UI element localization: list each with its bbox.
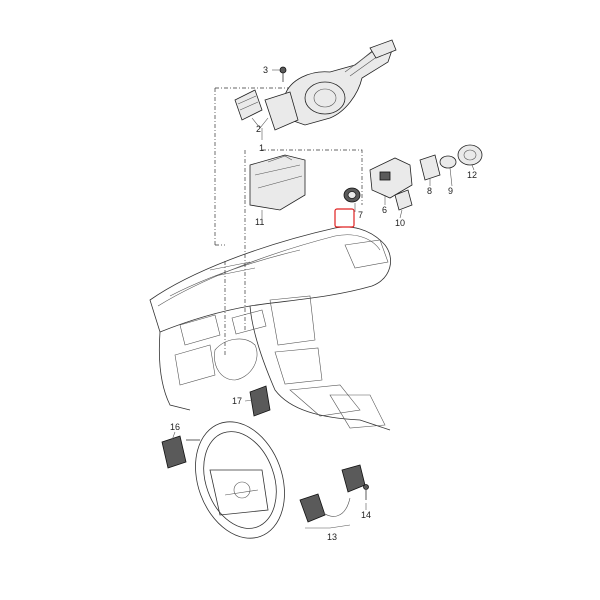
steering-wheel [195,421,285,539]
part-12-trim-ring [457,144,483,166]
callout-6: 6 [382,205,387,215]
part-2-control-module [234,89,263,121]
callout-leaders [171,69,475,529]
callout-7: 7 [358,210,363,220]
callout-8: 8 [427,186,432,196]
callout-2: 2 [256,124,261,134]
part-10-microswitch [394,189,413,211]
callout-3: 3 [263,65,268,75]
part-3-screw [279,66,287,82]
callout-13: 13 [327,532,337,542]
callout-14: 14 [361,510,371,520]
callout-16: 16 [170,422,180,432]
callout-10: 10 [395,218,405,228]
part-13-wheel-switch [299,464,366,523]
callout-1: 1 [259,143,264,153]
callout-12: 12 [467,170,477,180]
callout-17: 17 [232,396,242,406]
highlight-box [334,208,355,228]
part-16-switch-left [161,435,200,469]
leader-lines [214,87,363,355]
part-1-column-switch [264,39,397,131]
callout-labels: 3 2 1 11 7 6 10 8 9 12 17 16 14 13 [170,65,477,542]
part-7-ring [343,187,361,203]
part-14-screw [363,484,369,500]
part-11-column-trim [249,154,306,211]
dashboard-outline [149,226,391,431]
part-17-switch-right [249,385,271,417]
part-8-lock-cylinder [419,154,441,181]
callout-11: 11 [255,217,264,227]
part-6-ignition-lock [369,157,413,199]
part-9-key-ring [439,155,457,169]
callout-9: 9 [448,186,453,196]
